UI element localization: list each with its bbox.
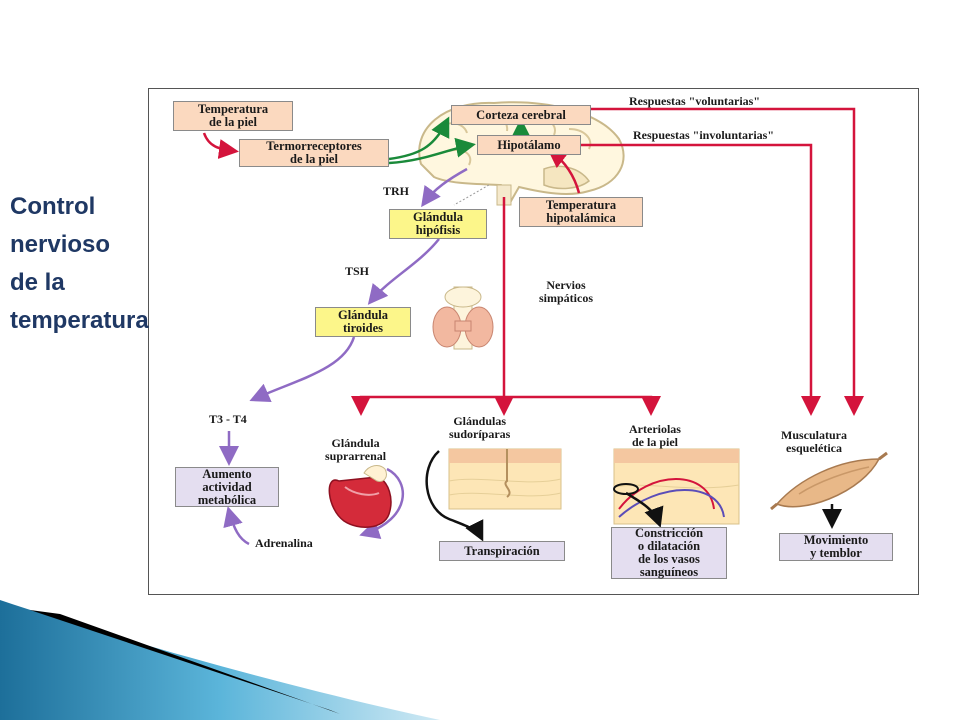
label-line: simpáticos: [539, 291, 593, 305]
box-text: de la piel: [290, 152, 338, 166]
sweat-gland-skin-illustration: [448, 448, 562, 510]
box-text: Movimiento: [803, 533, 869, 547]
label-trh: TRH: [383, 184, 410, 198]
box-corteza-cerebral: Corteza cerebral: [451, 105, 591, 125]
label-line: Nervios: [546, 278, 586, 292]
muscle-illustration: [770, 451, 888, 511]
hormone-arrows: [219, 167, 468, 546]
box-text: Temperatura: [197, 102, 269, 116]
arteriole-skin-illustration: [613, 448, 740, 525]
box-transpiracion: Transpiración: [439, 541, 565, 561]
diagram-graphics: [202, 101, 888, 546]
label-nervios-simpaticos: Nervios simpáticos: [539, 279, 593, 305]
box-text: tiroides: [342, 321, 384, 335]
connector-line: [453, 184, 490, 206]
label-line: sudoríparas: [449, 427, 511, 441]
label-line: Arteriolas: [629, 422, 681, 436]
box-temperatura-hipotalamica: Temperatura hipotalámica: [519, 197, 643, 227]
box-text: Glándula: [412, 210, 464, 224]
box-text: Hipotálamo: [497, 137, 561, 152]
label-respuestas-voluntarias: Respuestas "voluntarias": [629, 94, 761, 108]
label-glandula-suprarrenal: Glándula suprarrenal: [325, 437, 386, 463]
side-title: Control nervioso de la temperatura: [10, 188, 180, 340]
effect-arrows: [425, 450, 842, 542]
box-text: Glándula: [337, 308, 389, 322]
box-text: hipófisis: [415, 223, 461, 237]
side-title-line-3: de la: [10, 269, 65, 296]
side-title-line-1: Control: [10, 193, 96, 220]
box-termorreceptores: Termorreceptores de la piel: [239, 139, 389, 167]
nerve-arrows: [202, 107, 864, 416]
slide-decoration: [0, 600, 440, 720]
label-line: esquelética: [786, 441, 842, 455]
box-text: metabólica: [197, 492, 257, 507]
box-aumento-actividad: Aumento actividad metabólica: [175, 467, 279, 507]
label-musculatura-esqueletica: Musculatura esquelética: [781, 429, 847, 455]
label-adrenalina: Adrenalina: [255, 536, 313, 550]
box-text: hipotalámica: [546, 211, 616, 225]
diagram-panel: Temperatura de la piel Termorreceptores …: [148, 88, 919, 595]
label-glandulas-sudoriparas: Glándulas sudoríparas: [449, 415, 510, 441]
box-text: Aumento: [202, 466, 252, 481]
box-text: Corteza cerebral: [476, 107, 566, 122]
box-movimiento: Movimiento y temblor: [779, 533, 893, 561]
box-text: Constricción: [634, 526, 704, 540]
label-line: Glándula: [331, 436, 380, 450]
label-tsh: TSH: [345, 264, 370, 278]
box-text: Transpiración: [464, 543, 540, 558]
label-line: de la piel: [631, 435, 678, 449]
side-title-line-2: nervioso: [10, 231, 111, 258]
box-text: o dilatación: [637, 539, 701, 553]
box-constriccion: Constricción o dilatación de los vasos s…: [611, 527, 727, 579]
label-line: suprarrenal: [325, 449, 387, 463]
box-tiroides: Glándula tiroides: [315, 307, 411, 337]
box-temperatura-piel: Temperatura de la piel: [173, 101, 293, 131]
label-line: Musculatura: [781, 428, 847, 442]
box-text: de la piel: [209, 115, 257, 129]
label-t3-t4: T3 - T4: [209, 412, 247, 426]
box-hipotalamo: Hipotálamo: [477, 135, 581, 155]
box-text: Temperatura: [545, 198, 617, 212]
box-text: sanguíneos: [639, 565, 699, 579]
label-arteriolas-piel: Arteriolas de la piel: [629, 423, 681, 449]
label-line: Glándulas: [453, 414, 507, 428]
box-text: y temblor: [810, 546, 862, 560]
box-text: actividad: [202, 479, 252, 494]
side-title-line-4: temperatura: [10, 307, 149, 334]
thyroid-illustration: [432, 286, 494, 350]
box-text: Termorreceptores: [266, 139, 362, 153]
box-text: de los vasos: [638, 552, 700, 566]
adrenal-gland-illustration: [328, 465, 392, 528]
sensory-arrows: [388, 116, 531, 165]
label-respuestas-involuntarias: Respuestas "involuntarias": [633, 128, 775, 142]
box-hipofisis: Glándula hipófisis: [389, 209, 487, 239]
